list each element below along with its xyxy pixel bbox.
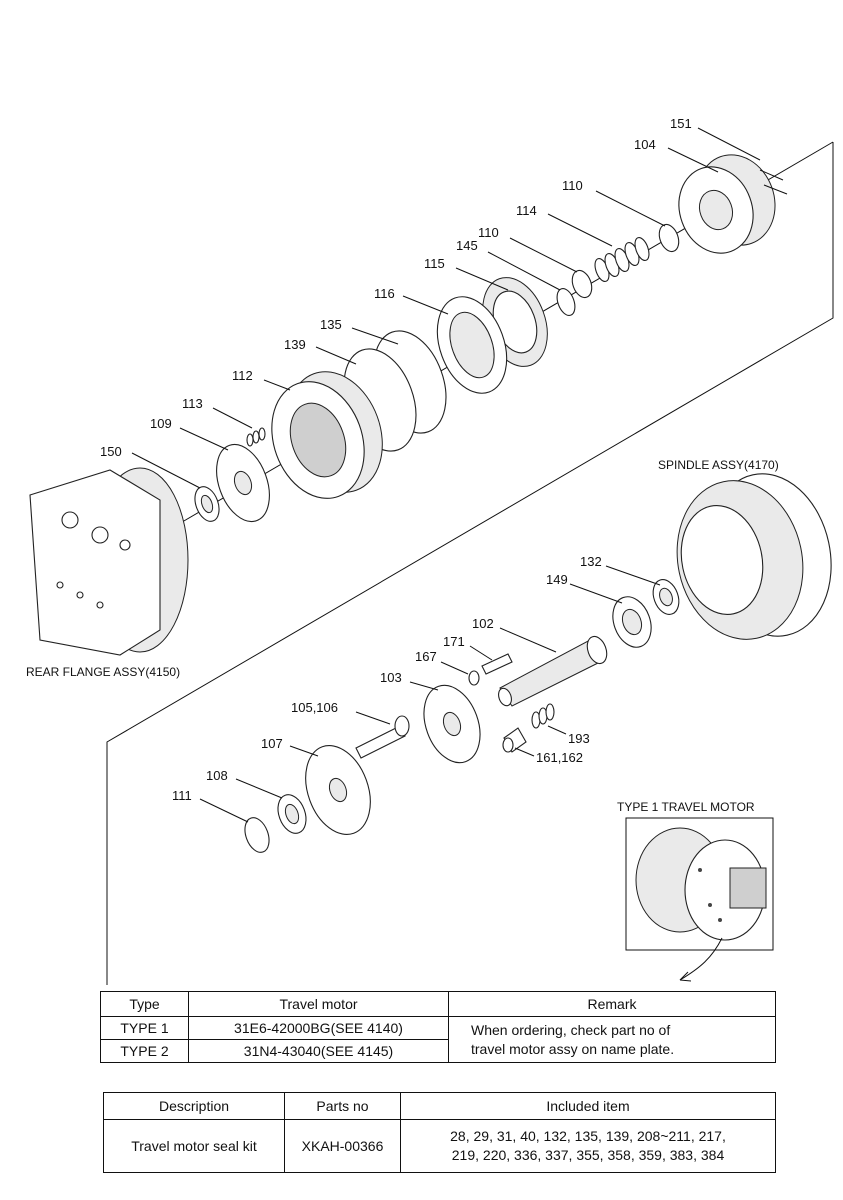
exploded-view-frame [106, 142, 834, 985]
travel-motor-type-table: Type Travel motor Remark TYPE 1 31E6-420… [100, 991, 776, 1063]
part-116-plate [436, 296, 508, 394]
label-139: 139 [284, 337, 306, 352]
label-135: 135 [320, 317, 342, 332]
part-149-bearing [612, 596, 652, 648]
included-items-line-2: 219, 220, 336, 337, 355, 358, 359, 383, … [451, 1147, 725, 1163]
exploded-parts-diagram: 151 104 110 114 110 145 115 116 135 139 [26, 116, 834, 985]
label-171: 171 [443, 634, 465, 649]
part-111-seal [244, 817, 270, 853]
part-145-snap-ring [556, 288, 576, 316]
kit-description: Travel motor seal kit [103, 1119, 285, 1173]
remark-line-1: When ordering, check part no of [471, 1021, 671, 1038]
spindle-assembly [676, 473, 832, 640]
part-113-spring [246, 427, 266, 447]
part-107-retainer-plate [305, 745, 371, 835]
label-102: 102 [472, 616, 494, 631]
part-110-ring-upper [658, 223, 680, 253]
rear-flange-assembly [29, 467, 189, 656]
header-description: Description [103, 1092, 285, 1120]
part-150-bearing [194, 486, 220, 522]
header-remark: Remark [448, 991, 776, 1017]
label-111: 111 [172, 788, 192, 803]
label-110-upper: 110 [562, 178, 583, 193]
part-109-valve-plate [216, 443, 270, 523]
label-115: 115 [424, 256, 445, 271]
label-151: 151 [670, 116, 692, 131]
label-132: 132 [580, 554, 602, 569]
type1-pointer-arrow [679, 937, 723, 981]
remark-line-2: travel motor assy on name plate. [471, 1040, 675, 1057]
header-type: Type [100, 991, 189, 1017]
remark-cell: When ordering, check part no of travel m… [448, 1016, 776, 1063]
header-included-item: Included item [400, 1092, 776, 1120]
header-travel-motor: Travel motor [188, 991, 449, 1017]
included-items-line-1: 28, 29, 31, 40, 132, 135, 139, 208~211, … [450, 1128, 726, 1144]
kit-parts-no: XKAH-00366 [284, 1119, 401, 1173]
part-110-ring-lower [571, 269, 593, 299]
part-114-spring [594, 236, 650, 283]
type1-title: TYPE 1 TRAVEL MOTOR [617, 800, 755, 814]
label-105-106: 105,106 [291, 700, 338, 715]
spindle-assy-label: SPINDLE ASSY(4170) [658, 458, 779, 472]
part-104-cylinder-block [678, 154, 788, 254]
type-1-motor: 31E6-42000BG(SEE 4140) [188, 1016, 449, 1040]
type1-motor-image [635, 827, 767, 941]
type-2-motor: 31N4-43040(SEE 4145) [188, 1039, 449, 1063]
seal-kit-table: Description Parts no Included item Trave… [103, 1092, 776, 1173]
part-161-162-plunger [502, 727, 527, 753]
label-167: 167 [415, 649, 437, 664]
label-103: 103 [380, 670, 402, 685]
kit-included-items: 28, 29, 31, 40, 132, 135, 139, 208~211, … [400, 1119, 776, 1173]
part-112-housing [271, 371, 383, 499]
part-102-shaft [498, 635, 608, 707]
label-108: 108 [206, 768, 228, 783]
label-112: 112 [232, 368, 253, 383]
part-132-bearing [652, 579, 680, 615]
label-107: 107 [261, 736, 283, 751]
label-161-162: 161,162 [536, 750, 583, 765]
label-104: 104 [634, 137, 656, 152]
part-167-ball [468, 670, 480, 686]
type-2: TYPE 2 [100, 1039, 189, 1063]
label-110-lower: 110 [478, 225, 499, 240]
part-108-bearing [277, 794, 307, 834]
header-parts-no: Parts no [284, 1092, 401, 1120]
label-150: 150 [100, 444, 122, 459]
label-109: 109 [150, 416, 172, 431]
label-113: 113 [182, 396, 203, 411]
part-171-pin [481, 653, 513, 675]
label-145: 145 [456, 238, 478, 253]
part-105-106-piston [355, 715, 410, 759]
part-193-spring [531, 703, 555, 729]
type-1: TYPE 1 [100, 1016, 189, 1040]
label-114: 114 [516, 203, 537, 218]
label-149: 149 [546, 572, 568, 587]
label-193: 193 [568, 731, 590, 746]
rear-flange-assy-label: REAR FLANGE ASSY(4150) [26, 665, 180, 679]
part-103-swash-plate [423, 684, 481, 764]
label-116: 116 [374, 286, 395, 301]
